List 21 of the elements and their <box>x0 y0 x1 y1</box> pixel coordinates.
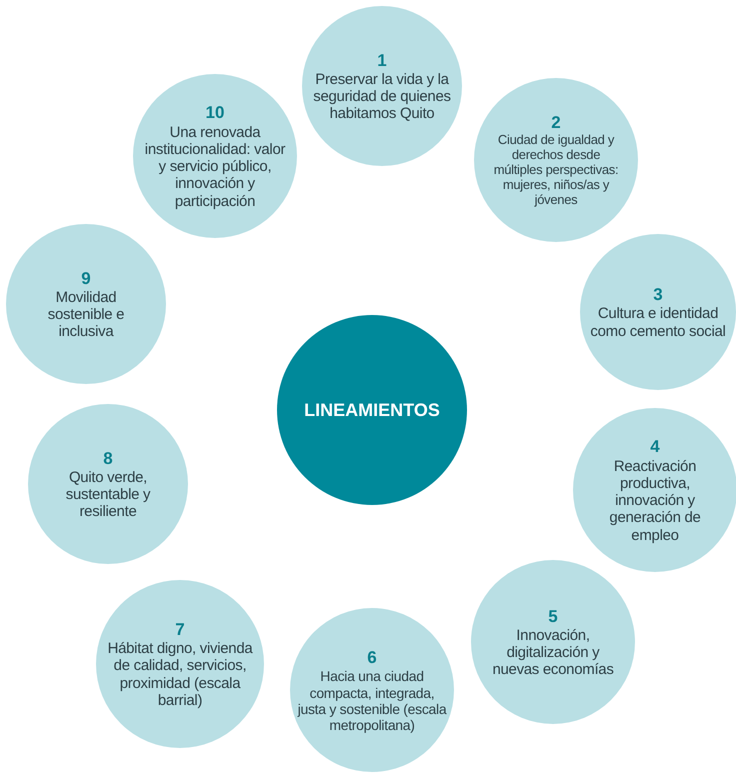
topic-text: Ciudad de igualdad y derechos desde múltiples perspectivas: mujeres, niños/as y jóvenes <box>492 133 620 208</box>
topic-number: 10 <box>206 102 224 124</box>
topic-text: Cultura e identidad como cemento social <box>589 305 727 340</box>
topic-number: 7 <box>175 618 185 640</box>
topic-number: 5 <box>548 606 558 627</box>
topic-number: 6 <box>367 647 377 668</box>
topic-text: Innovación, digitalización y nuevas economías <box>491 626 615 678</box>
topic-text: Preservar la vida y la seguridad de quienes habitamos Quito <box>312 70 452 122</box>
topic-text: Reactivación productiva, innovación y generación de empleo <box>608 458 702 544</box>
topic-text: Hábitat digno, vivienda de calidad, servicios, proximidad (escala barrial) <box>106 640 254 710</box>
topic-number: 1 <box>377 50 387 71</box>
topic-number: 2 <box>551 112 561 134</box>
topic-number: 4 <box>650 436 660 458</box>
topic-text: Hacia una ciudad compacta, integrada, justa y sostenible (escala metropolitana) <box>297 668 447 733</box>
topic-text: Quito verde, sustentable y resiliente <box>64 468 152 520</box>
topic-text: Una renovada institucionalidad: valor y servicio público, innovación y participación <box>144 124 286 210</box>
topic-text: Movilidad sostenible e inclusiva <box>46 288 126 340</box>
center-title: LINEAMIENTOS <box>304 398 440 422</box>
topic-number: 9 <box>81 268 91 289</box>
topic-number: 3 <box>653 284 663 306</box>
topic-number: 8 <box>103 448 113 469</box>
